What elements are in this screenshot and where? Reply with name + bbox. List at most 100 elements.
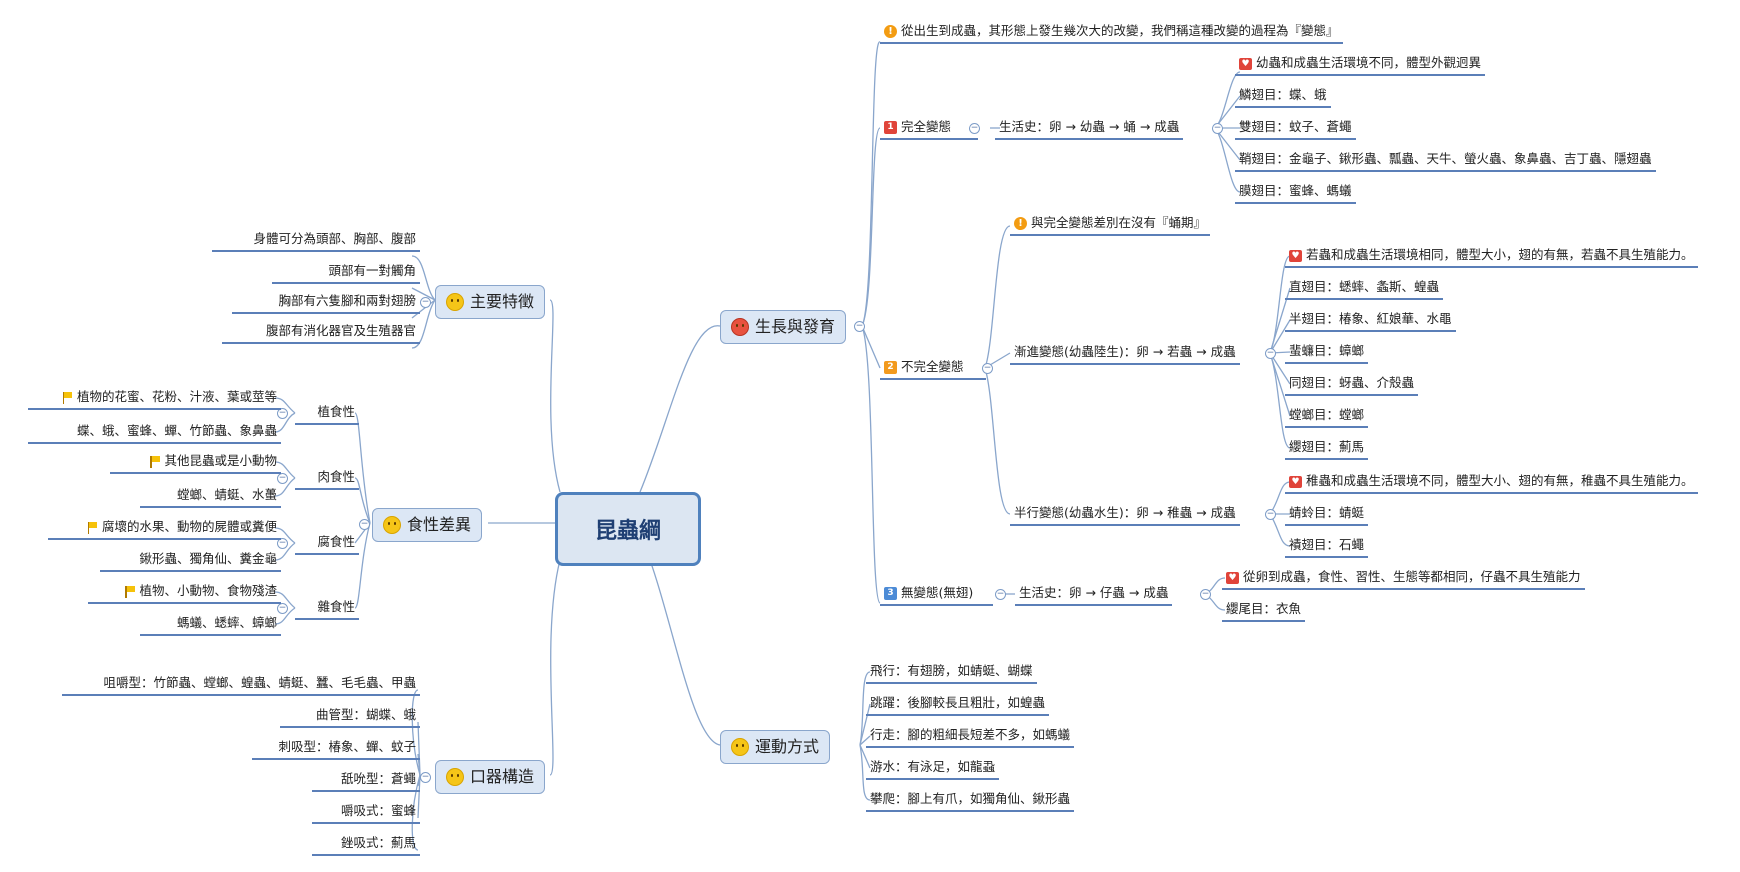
diet-desc[interactable]: 植物的花蜜、花粉、汁液、葉或莖等 [28,388,281,410]
collapse-toggle[interactable]: − [1212,123,1223,134]
diet-examples[interactable]: 蝶、蛾、蜜蜂、蟬、竹節蟲、象鼻蟲 [28,422,281,444]
diet-category[interactable]: 腐食性 [295,533,359,555]
hemi-cycle[interactable]: 半行變態(幼蟲水生)：卵 → 稚蟲 → 成蟲 [1010,504,1240,526]
collapse-toggle[interactable]: − [420,297,431,308]
topic-diet-label: 食性差異 [407,515,472,534]
mouth-item[interactable]: 咀嚼型：竹節蟲、螳螂、蝗蟲、蜻蜓、蠶、毛毛蟲、甲蟲 [62,674,420,696]
complete-cycle[interactable]: 生活史：卵 → 幼蟲 → 蛹 → 成蟲 [995,118,1184,140]
feature-item[interactable]: 頭部有一對觸角 [272,262,420,284]
movement-item[interactable]: 攀爬：腳上有爪，如獨角仙、鍬形蟲 [866,790,1075,812]
priority-1-icon: 1 [884,121,897,134]
heart-icon: ♥ [1226,571,1239,584]
topic-movement-label: 運動方式 [755,737,820,756]
order-item[interactable]: 纓翅目：薊馬 [1285,438,1369,460]
topic-mouth-label: 口器構造 [470,767,535,786]
none-cycle[interactable]: 生活史：卵 → 仔蟲 → 成蟲 [1015,584,1173,606]
warning-icon: ! [884,25,897,38]
feature-item[interactable]: 胸部有六隻腳和兩對翅膀 [232,292,420,314]
order-item[interactable]: 鱗翅目：蝶、蛾 [1235,86,1331,108]
topic-features[interactable]: 主要特徵 [435,285,546,319]
emoji-icon [731,318,749,336]
movement-item[interactable]: 飛行：有翅膀，如蜻蜓、蝴蝶 [866,662,1037,684]
emoji-icon [446,768,464,786]
topic-growth[interactable]: 生長與發育 [720,310,847,344]
feature-item[interactable]: 腹部有消化器官及生殖器官 [222,322,420,344]
diet-examples[interactable]: 螳螂、蜻蜓、水蠆 [140,486,281,508]
collapse-toggle[interactable]: − [277,408,288,419]
collapse-toggle[interactable]: − [1200,589,1211,600]
emoji-icon [731,738,749,756]
emoji-icon [383,516,401,534]
priority-3-icon: 3 [884,587,897,600]
topic-diet[interactable]: 食性差異 [372,508,483,542]
movement-item[interactable]: 游水：有泳足，如龍蝨 [866,758,1000,780]
collapse-toggle[interactable]: − [277,603,288,614]
diet-category[interactable]: 植食性 [295,403,359,425]
feature-item[interactable]: 身體可分為頭部、胸部、腹部 [212,230,420,252]
topic-growth-label: 生長與發育 [755,317,836,336]
hemi-note[interactable]: ♥稚蟲和成蟲生活環境不同，體型大小、翅的有無，稚蟲不具生殖能力。 [1285,472,1698,494]
collapse-toggle[interactable]: − [359,519,370,530]
order-item[interactable]: 雙翅目：蚊子、蒼蠅 [1235,118,1356,140]
mouth-item[interactable]: 刺吸型：椿象、蟬、蚊子 [252,738,420,760]
diet-examples[interactable]: 鍬形蟲、獨角仙、糞金龜 [100,550,281,572]
complete-note[interactable]: ♥幼蟲和成蟲生活環境不同，體型外觀迥異 [1235,54,1486,76]
collapse-toggle[interactable]: − [1265,348,1276,359]
emoji-icon [446,293,464,311]
none-note[interactable]: ♥從卵到成蟲，食性、習性、生態等都相同，仔蟲不具生殖能力 [1222,568,1585,590]
diet-desc[interactable]: 腐壞的水果、動物的屍體或糞便 [48,518,281,540]
flag-icon [125,585,135,598]
collapse-toggle[interactable]: − [982,363,993,374]
order-item[interactable]: 襀翅目：石蠅 [1285,536,1369,558]
order-item[interactable]: 螳螂目：螳螂 [1285,406,1369,428]
flag-icon [150,455,160,468]
diet-category[interactable]: 雜食性 [295,598,359,620]
root-topic[interactable]: 昆蟲綱 [555,492,701,566]
movement-item[interactable]: 行走：腳的粗細長短差不多，如螞蟻 [866,726,1075,748]
priority-2-icon: 2 [884,361,897,374]
collapse-toggle[interactable]: − [995,589,1006,600]
order-item[interactable]: 蜚蠊目：蟑螂 [1285,342,1369,364]
mouth-item[interactable]: 曲管型：蝴蝶、蛾 [280,706,420,728]
incomplete-note[interactable]: !與完全變態差別在沒有『蛹期』 [1010,214,1211,236]
diet-desc[interactable]: 植物、小動物、食物殘渣 [88,582,281,604]
mouth-item[interactable]: 舐吮型：蒼蠅 [312,770,420,792]
order-item[interactable]: 膜翅目：蜜蜂、螞蟻 [1235,182,1356,204]
root-label: 昆蟲綱 [594,519,661,544]
order-item[interactable]: 纓尾目：衣魚 [1222,600,1306,622]
topic-features-label: 主要特徵 [470,292,535,311]
mouth-item[interactable]: 嚼吸式：蜜蜂 [312,802,420,824]
flag-icon [62,391,73,404]
order-item[interactable]: 蜻蛉目：蜻蜓 [1285,504,1369,526]
collapse-toggle[interactable]: − [1265,509,1276,520]
heart-icon: ♥ [1289,249,1302,262]
collapse-toggle[interactable]: − [854,321,865,332]
diet-examples[interactable]: 螞蟻、蟋蟀、蟑螂 [140,614,281,636]
diet-category[interactable]: 肉食性 [295,468,359,490]
growth-intro[interactable]: !從出生到成蟲，其形態上發生幾次大的改變，我們稱這種改變的過程為『變態』 [880,22,1343,44]
collapse-toggle[interactable]: − [420,772,431,783]
heart-icon: ♥ [1289,475,1302,488]
collapse-toggle[interactable]: − [969,123,980,134]
collapse-toggle[interactable]: − [277,473,288,484]
topic-mouth[interactable]: 口器構造 [435,760,546,794]
flag-icon [87,521,98,534]
gradual-cycle[interactable]: 漸進變態(幼蟲陸生)：卵 → 若蟲 → 成蟲 [1010,343,1240,365]
order-item[interactable]: 鞘翅目：金龜子、鍬形蟲、瓢蟲、天牛、螢火蟲、象鼻蟲、吉丁蟲、隱翅蟲 [1235,150,1656,172]
order-item[interactable]: 半翅目：椿象、紅娘華、水黽 [1285,310,1456,332]
heart-icon: ♥ [1239,57,1252,70]
mouth-item[interactable]: 銼吸式：薊馬 [312,834,420,856]
topic-movement[interactable]: 運動方式 [720,730,831,764]
diet-desc[interactable]: 其他昆蟲或是小動物 [110,452,281,474]
gradual-note[interactable]: ♥若蟲和成蟲生活環境相同，體型大小，翅的有無，若蟲不具生殖能力。 [1285,246,1698,268]
warning-icon: ! [1014,217,1027,230]
order-item[interactable]: 同翅目：蚜蟲、介殼蟲 [1285,374,1419,396]
movement-item[interactable]: 跳躍：後腳較長且粗壯，如蝗蟲 [866,694,1050,716]
order-item[interactable]: 直翅目：蟋蟀、螽斯、蝗蟲 [1285,278,1444,300]
collapse-toggle[interactable]: − [277,538,288,549]
